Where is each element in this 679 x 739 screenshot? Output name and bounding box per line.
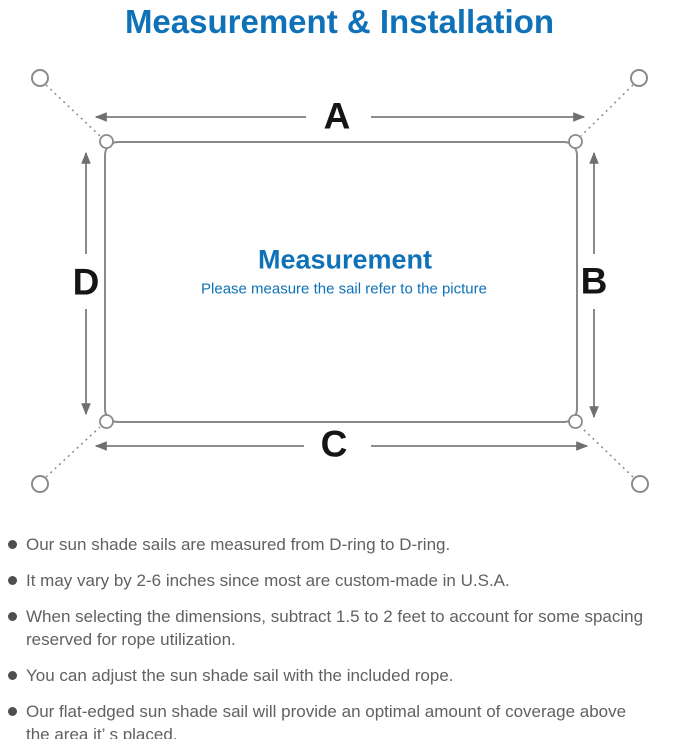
bullet-icon xyxy=(8,671,17,680)
anchor-ring-icon-top-right xyxy=(630,69,648,87)
rope-dashed-line-top-left xyxy=(45,84,101,137)
rope-dashed-line-bottom-right xyxy=(580,426,634,478)
anchor-ring-icon-bottom-right xyxy=(631,475,649,493)
note-text: When selecting the dimensions, subtract … xyxy=(26,607,644,649)
bullet-icon xyxy=(8,707,17,716)
rope-dashed-line-top-right xyxy=(580,84,634,137)
page-title: Measurement & Installation xyxy=(124,3,555,40)
measurement-subheading: Please measure the sail refer to the pic… xyxy=(201,280,487,298)
bullet-icon xyxy=(8,576,17,585)
anchor-ring-icon-top-left xyxy=(31,69,49,87)
dimension-label-a: A xyxy=(323,95,351,137)
note-text: You can adjust the sun shade sail with t… xyxy=(26,666,454,685)
anchor-ring-icon-bottom-left xyxy=(31,475,49,493)
rope-dashed-line-bottom-left xyxy=(45,426,101,478)
note-text: It may vary by 2-6 inches since most are… xyxy=(26,571,510,590)
bullet-icon xyxy=(8,540,17,549)
bullet-icon xyxy=(8,612,17,621)
d-ring-icon-bottom-right xyxy=(568,414,583,429)
d-ring-icon-top-right xyxy=(568,134,583,149)
list-item: It may vary by 2-6 inches since most are… xyxy=(7,569,672,592)
notes-list: Our sun shade sails are measured from D-… xyxy=(7,533,672,739)
list-item: You can adjust the sun shade sail with t… xyxy=(7,664,672,687)
dimension-label-b: B xyxy=(580,260,608,302)
note-text: Our flat-edged sun shade sail will provi… xyxy=(26,702,627,739)
measurement-diagram xyxy=(31,69,649,493)
dimension-label-d: D xyxy=(72,261,100,303)
note-text: Our sun shade sails are measured from D-… xyxy=(26,535,451,554)
dimension-label-c: C xyxy=(320,423,348,465)
d-ring-icon-top-left xyxy=(99,134,114,149)
list-item: When selecting the dimensions, subtract … xyxy=(7,605,672,651)
sail-outline xyxy=(104,141,578,423)
list-item: Our sun shade sails are measured from D-… xyxy=(7,533,672,556)
d-ring-icon-bottom-left xyxy=(99,414,114,429)
measurement-heading: Measurement xyxy=(257,244,433,275)
list-item: Our flat-edged sun shade sail will provi… xyxy=(7,700,672,739)
